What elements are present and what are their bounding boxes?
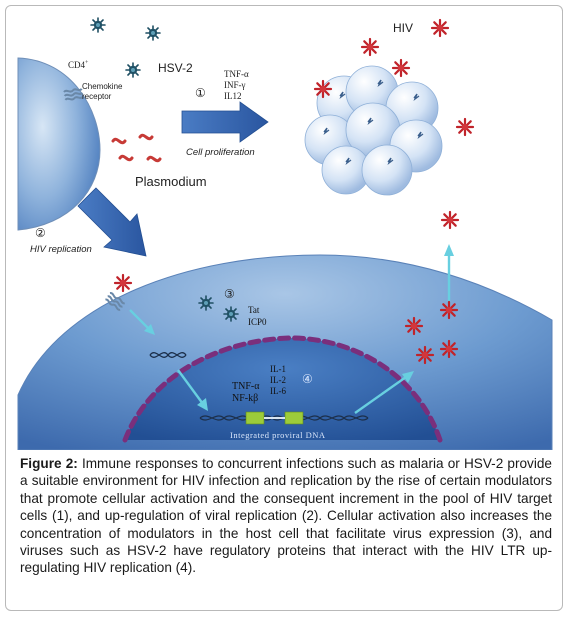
nuclear-il6: IL-6: [270, 386, 286, 396]
hiv-virion-icon: [360, 37, 380, 57]
nuclear-il2: IL-2: [270, 375, 286, 385]
caption-label: Figure 2:: [20, 456, 78, 471]
cd4-label: CD4+: [68, 60, 89, 70]
nuclear-il1: IL-1: [270, 364, 286, 374]
plasmodium-icon: [111, 133, 162, 163]
step-4-marker: ④: [302, 372, 313, 386]
host-cell-top-left: [17, 57, 101, 231]
diagram: CD4+ Chemokine receptor HSV-2 Plasmodium…: [17, 17, 553, 450]
hiv-virion-icon: [415, 345, 435, 365]
plasmodium-label: Plasmodium: [135, 174, 207, 189]
cytokine-il12: IL12: [224, 91, 242, 101]
cell-proliferation-label: Cell proliferation: [186, 147, 255, 158]
hsv2-virus-icon: [90, 17, 106, 33]
hiv-virion-icon: [404, 316, 424, 336]
protein-tat: Tat: [248, 305, 260, 315]
hiv-virion-icon: [439, 300, 459, 320]
entry-arrow: [129, 309, 151, 331]
integrated-proviral-dna: [199, 411, 369, 425]
hiv-virion-icon: [439, 339, 459, 359]
step-3-marker: ③: [224, 287, 235, 301]
hiv-virion-icon: [455, 117, 475, 137]
nuclear-tnf: TNF-α: [232, 381, 260, 392]
hiv-virion-icon: [430, 18, 450, 38]
transcription-arrows: [177, 244, 454, 414]
hsv2-virus-icon: [145, 25, 161, 41]
hsv2-label: HSV-2: [158, 61, 193, 75]
hiv-replication-arrow: [77, 187, 147, 257]
protein-icp0: ICP0: [248, 317, 267, 327]
caption-text: Immune responses to concurrent infection…: [20, 456, 552, 576]
step-2-marker: ②: [35, 226, 46, 240]
figure-caption: Figure 2: Immune responses to concurrent…: [20, 455, 552, 577]
hiv-virion-icon: [313, 79, 333, 99]
hiv-label: HIV: [393, 21, 413, 35]
nuclear-nfkb: NF-kβ: [232, 393, 258, 404]
step-1-marker: ①: [195, 86, 206, 100]
chemokine-label-1: Chemokine: [82, 82, 123, 91]
hsv2-virus-icon: [198, 295, 214, 311]
hiv-virion-icon: [113, 273, 133, 293]
cytokine-tnf: TNF-α: [224, 69, 249, 79]
viral-rna-icon: [149, 352, 187, 358]
hsv2-virus-icon: [223, 306, 239, 322]
chemokine-receptor-icon: [62, 87, 85, 102]
hiv-replication-label: HIV replication: [30, 244, 92, 255]
cytokine-inf: INF-γ: [224, 80, 245, 90]
hiv-virion-icon: [440, 210, 460, 230]
hsv2-virus-icon: [125, 62, 141, 78]
integrated-dna-label: Integrated proviral DNA: [230, 430, 326, 440]
nuclear-membrane: [122, 335, 443, 443]
nucleus: [125, 338, 440, 440]
entry-arrowhead: [144, 324, 155, 335]
chemokine-label-2: receptor: [82, 92, 112, 101]
proliferation-arrow: [181, 101, 269, 143]
proliferating-cells: [304, 65, 443, 196]
hiv-virion-icon: [391, 58, 411, 78]
